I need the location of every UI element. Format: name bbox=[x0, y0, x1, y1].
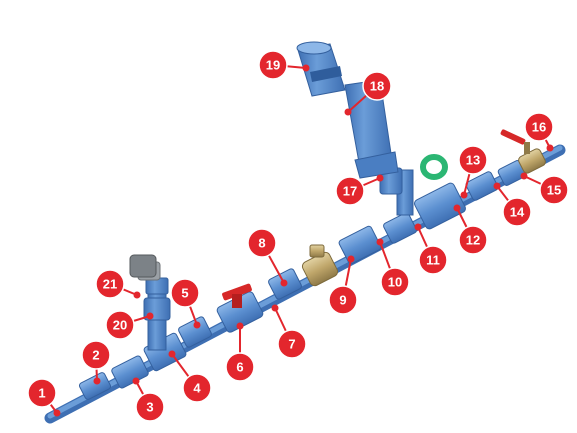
callout-dot bbox=[460, 191, 468, 199]
callout-dot bbox=[347, 255, 355, 263]
callout-number: 15 bbox=[547, 183, 561, 198]
callout-circle bbox=[539, 175, 569, 205]
callout-circle bbox=[362, 71, 392, 101]
callout-6: 6 bbox=[225, 322, 255, 382]
callout-number: 4 bbox=[193, 381, 201, 396]
callout-number: 7 bbox=[288, 337, 295, 352]
callout-11: 11 bbox=[414, 223, 448, 275]
callout-4: 4 bbox=[168, 350, 212, 403]
callout-circle bbox=[524, 112, 554, 142]
callout-5: 5 bbox=[170, 278, 201, 329]
callout-dot bbox=[520, 172, 528, 180]
callout-circle bbox=[95, 269, 125, 299]
callout-21: 21 bbox=[95, 269, 141, 299]
callout-number: 9 bbox=[339, 293, 346, 308]
callout-circle bbox=[458, 225, 488, 255]
callout-number: 17 bbox=[343, 184, 357, 199]
callout-3: 3 bbox=[132, 377, 165, 422]
callout-circle bbox=[81, 340, 111, 370]
callout-circle bbox=[105, 310, 135, 340]
callout-circle bbox=[258, 50, 288, 80]
callout-number: 13 bbox=[466, 153, 480, 168]
callout-circle bbox=[277, 329, 307, 359]
callout-dot bbox=[414, 223, 422, 231]
callout-dot bbox=[168, 350, 176, 358]
callout-dot bbox=[302, 64, 310, 72]
callout-dot bbox=[546, 144, 554, 152]
callout-dot bbox=[271, 304, 279, 312]
callout-circle bbox=[418, 245, 448, 275]
callout-number: 12 bbox=[466, 233, 480, 248]
callout-7: 7 bbox=[271, 304, 307, 359]
callout-13: 13 bbox=[458, 145, 488, 199]
callout-9: 9 bbox=[328, 255, 358, 315]
callout-number: 10 bbox=[388, 275, 402, 290]
callout-14: 14 bbox=[493, 182, 532, 227]
callout-dot bbox=[93, 377, 101, 385]
callout-10: 10 bbox=[376, 238, 410, 297]
callout-dot bbox=[376, 174, 384, 182]
callout-number: 21 bbox=[103, 277, 117, 292]
callout-circle bbox=[328, 285, 358, 315]
callout-circle bbox=[380, 267, 410, 297]
callout-circle bbox=[335, 176, 365, 206]
callout-number: 6 bbox=[236, 360, 243, 375]
callout-18: 18 bbox=[344, 71, 392, 116]
callout-20: 20 bbox=[105, 310, 154, 340]
callout-number: 1 bbox=[38, 386, 45, 401]
brass-check-valve bbox=[301, 244, 339, 287]
callout-circle bbox=[27, 378, 57, 408]
callout-circle bbox=[225, 352, 255, 382]
callout-number: 14 bbox=[510, 205, 525, 220]
callout-number: 8 bbox=[258, 236, 265, 251]
callout-dot bbox=[133, 291, 141, 299]
callout-2: 2 bbox=[81, 340, 111, 385]
ball-valve-handle bbox=[222, 283, 252, 308]
callout-number: 20 bbox=[113, 318, 127, 333]
callout-dot bbox=[193, 321, 201, 329]
pipe-fittings bbox=[78, 160, 527, 400]
callout-dot bbox=[53, 409, 61, 417]
callout-number: 5 bbox=[181, 286, 188, 301]
green-o-ring bbox=[420, 154, 448, 180]
brass-ball-valve bbox=[500, 129, 546, 174]
callout-dot bbox=[132, 377, 140, 385]
callout-circle bbox=[170, 278, 200, 308]
callout-dot bbox=[453, 204, 461, 212]
callout-circle bbox=[502, 197, 532, 227]
callout-circle bbox=[182, 373, 212, 403]
callout-15: 15 bbox=[520, 172, 569, 205]
callout-dot bbox=[344, 108, 352, 116]
callout-16: 16 bbox=[524, 112, 554, 152]
callout-number: 3 bbox=[146, 400, 153, 415]
callout-number: 19 bbox=[266, 58, 280, 73]
callout-circle bbox=[135, 392, 165, 422]
callout-12: 12 bbox=[453, 204, 488, 255]
callout-number: 2 bbox=[92, 348, 99, 363]
callout-dot bbox=[376, 238, 384, 246]
callout-circle bbox=[458, 145, 488, 175]
callout-dot bbox=[236, 322, 244, 330]
callout-1: 1 bbox=[27, 378, 61, 417]
callout-dot bbox=[493, 182, 501, 190]
callout-17: 17 bbox=[335, 174, 384, 206]
left-branch bbox=[129, 254, 171, 351]
callout-number: 18 bbox=[370, 79, 384, 94]
callout-19: 19 bbox=[258, 50, 310, 80]
callout-number: 11 bbox=[426, 253, 440, 268]
callout-dot bbox=[280, 279, 288, 287]
callout-circle bbox=[247, 228, 277, 258]
callout-number: 16 bbox=[532, 120, 546, 135]
callout-dot bbox=[146, 312, 154, 320]
callout-8: 8 bbox=[247, 228, 288, 287]
